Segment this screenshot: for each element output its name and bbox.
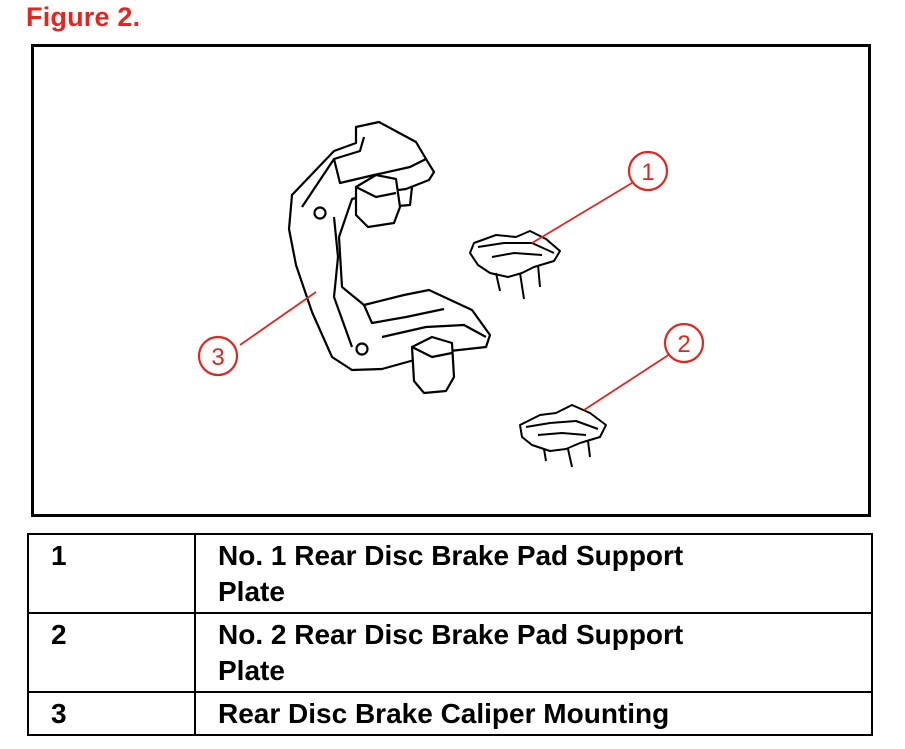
upper-slide-pin-boot [354, 173, 402, 229]
legend-row-2-description: No. 2 Rear Disc Brake Pad Support Plate [194, 612, 873, 693]
figure-title: Figure 2. [26, 2, 141, 32]
leader-lines [239, 182, 671, 411]
legend-row-1-number: 1 [27, 533, 196, 614]
legend-row-3-description: Rear Disc Brake Caliper Mounting [194, 691, 873, 736]
figure-illustration: 1 2 3 [31, 44, 871, 517]
callout-1: 1 [627, 150, 669, 192]
table-row: 2 No. 2 Rear Disc Brake Pad Support Plat… [27, 612, 873, 693]
caliper-mounting-bracket [287, 120, 492, 372]
parts-diagram: 1 2 3 [197, 120, 705, 468]
legend-row-3-number: 3 [27, 691, 196, 736]
callout-3-label: 3 [211, 344, 224, 371]
pad-support-plate-1 [469, 230, 561, 300]
parts-legend-table: 1 No. 1 Rear Disc Brake Pad Support Plat… [27, 533, 873, 736]
pad-support-plate-2 [519, 404, 607, 468]
legend-row-2-number: 2 [27, 612, 196, 693]
table-row: 3 Rear Disc Brake Caliper Mounting [27, 691, 873, 736]
callout-3: 3 [197, 335, 239, 377]
table-row: 1 No. 1 Rear Disc Brake Pad Support Plat… [27, 533, 873, 614]
callout-2-label: 2 [677, 331, 690, 358]
legend-row-1-description: No. 1 Rear Disc Brake Pad Support Plate [194, 533, 873, 614]
callout-1-label: 1 [641, 159, 654, 186]
callout-2: 2 [663, 322, 705, 364]
lower-slide-pin-boot [410, 335, 456, 395]
